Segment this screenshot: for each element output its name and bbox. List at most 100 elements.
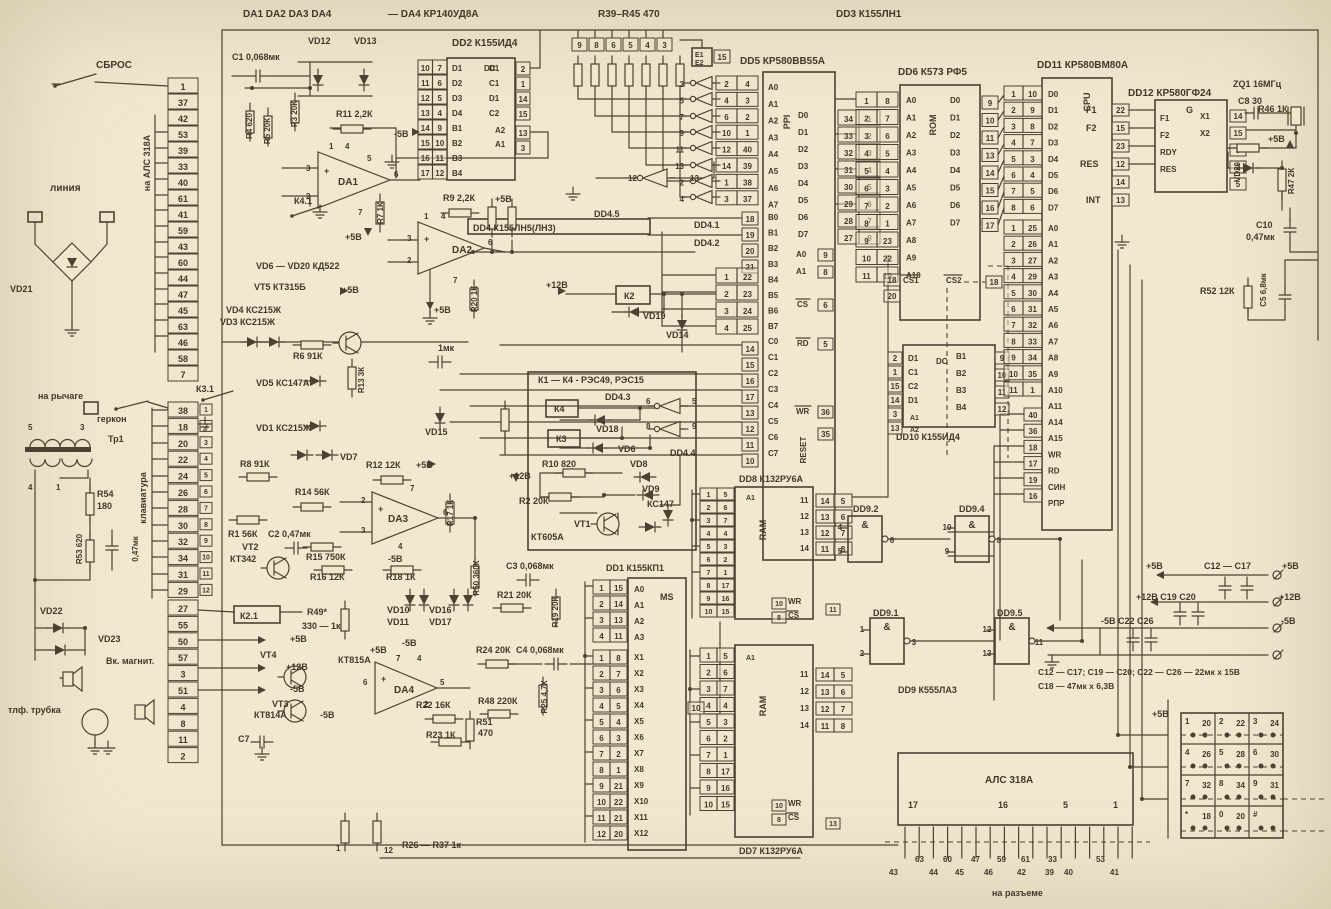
junction-dot [490, 250, 494, 254]
label: 5 [28, 423, 33, 432]
pin-number: 25 [1028, 224, 1037, 233]
ic-pin-label: D4 [1048, 155, 1059, 164]
label: К2 [624, 291, 635, 301]
pin-number: 9 [707, 596, 711, 603]
pin-cell [167, 516, 199, 533]
pin-number: 15 [722, 609, 730, 616]
arrowhead [426, 302, 434, 310]
pin-number: 37 [178, 98, 188, 108]
diode [55, 645, 65, 655]
pin-cell [994, 402, 1010, 416]
pin-number: 8 [599, 766, 604, 775]
pin-cell [167, 285, 199, 302]
ic-pin-label: A4 [906, 166, 917, 175]
label: VD17 [429, 617, 452, 627]
label: DD4.1 [694, 220, 720, 230]
label: R46 1К [1258, 104, 1288, 114]
ic-pin-label: A10 [906, 271, 921, 280]
pin-number: 32 [844, 149, 853, 158]
ic-pin-label: A8 [906, 236, 917, 245]
label: 3 [306, 164, 311, 173]
key-pin: 24 [1270, 719, 1279, 728]
ic-pin-label: C6 [768, 433, 779, 442]
pin-cell [167, 581, 199, 598]
arrowhead [258, 664, 266, 672]
pin-number: 13 [821, 513, 830, 522]
pin-number: 7 [180, 370, 185, 380]
label: С4 0,068мк [516, 645, 564, 655]
pin-number: 14 [519, 95, 528, 104]
opamp-plus: + [381, 674, 386, 684]
pin-number: 15 [1234, 129, 1243, 138]
pin-number: 30 [844, 183, 853, 192]
resistor [321, 565, 345, 575]
ic-pin-label: D3 [1048, 139, 1059, 148]
ic-pin-label: A2 [906, 131, 917, 140]
pin-number: 15 [721, 801, 730, 810]
label: 44 [929, 868, 938, 877]
label: 46 [984, 868, 993, 877]
pin-number: 10 [692, 704, 701, 713]
pin-number: 12 [722, 146, 731, 155]
pin-cell [741, 389, 759, 404]
key-contact [1224, 825, 1230, 831]
diode [1243, 163, 1253, 173]
ic-pin-label: A0 [768, 83, 779, 92]
wire [997, 110, 1005, 121]
label: 4 [345, 142, 350, 151]
pin-cell [622, 37, 639, 52]
wire [34, 243, 54, 263]
pin-number: 9 [1000, 354, 1005, 363]
ic-pin-label: B3 [768, 260, 779, 269]
pin-number: 33 [844, 132, 853, 141]
pin-number: 14 [986, 169, 995, 178]
pin-number: 30 [178, 521, 188, 531]
key-contact [1190, 825, 1196, 831]
pin-number: 12 [597, 830, 606, 839]
ic-pin-label: B1 [452, 124, 463, 133]
ic-pin-label: A2 [495, 126, 506, 135]
pin-cell [981, 95, 999, 110]
inverter [694, 124, 713, 140]
label: КТ815А [338, 655, 371, 665]
wire [1273, 596, 1284, 607]
ic-box [734, 644, 814, 838]
ic-pin-label: D6 [950, 201, 961, 210]
ic-pin-label: A7 [768, 201, 779, 210]
label: 6 [363, 678, 368, 687]
inverter [694, 108, 713, 124]
label: С3 0,068мк [506, 561, 554, 571]
ic-box [545, 399, 579, 418]
label: 1 [329, 142, 334, 151]
label: на рычаге [38, 391, 83, 401]
label: VD12 [308, 36, 331, 46]
pin-number: 11 [1009, 386, 1018, 395]
key-contact [1270, 794, 1276, 800]
label: A0 [796, 250, 807, 259]
pin-number: 7 [204, 505, 208, 512]
pin-cell [817, 298, 834, 312]
speaker [134, 704, 146, 720]
pin-number: 13 [986, 152, 995, 161]
label: RD [797, 339, 809, 348]
pin-number: 35 [1028, 370, 1037, 379]
pin-cell [515, 61, 531, 76]
label: 470 [478, 728, 493, 738]
pin-cell [167, 467, 199, 484]
wire [147, 401, 169, 409]
label: 63 [915, 855, 924, 864]
pin-number: 4 [1011, 139, 1016, 148]
pin-number: 18 [1029, 443, 1038, 452]
pin-number: 33 [178, 162, 188, 172]
pin-cell [817, 248, 834, 262]
label: R11 2,2К [336, 109, 373, 119]
pin-number: 12 [746, 425, 755, 434]
pin-number: 7 [724, 518, 728, 525]
label: R25 4,7К [540, 680, 549, 713]
pin-cell [199, 551, 213, 564]
pin-number: 1 [1011, 90, 1016, 99]
inverter-bubble [689, 79, 697, 87]
pin-cell [1229, 177, 1247, 191]
pin-number: 9 [945, 547, 950, 556]
ic-pin-label: B1 [956, 352, 967, 361]
